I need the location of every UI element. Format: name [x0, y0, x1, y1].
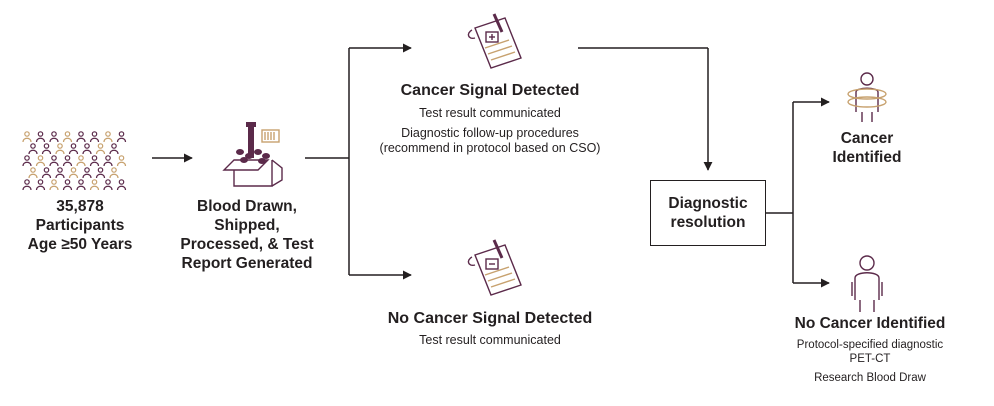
no-cancer-block: No Cancer Identified Protocol-specified … [770, 315, 970, 385]
signal-detected-followup: Diagnostic follow-up procedures [401, 125, 579, 140]
no-cancer-line2: PET-CT [849, 352, 891, 365]
no-signal-block: No Cancer Signal Detected Test result co… [350, 309, 630, 348]
report-scroll-icon [467, 13, 522, 69]
participants-label: 35,878 Participants Age ≥50 Years [8, 198, 152, 255]
no-signal-result: Test result communicated [419, 332, 561, 347]
signal-detected-result: Test result communicated [419, 105, 561, 120]
diagnostic-resolution-box: Diagnostic resolution [650, 180, 766, 246]
diagnostic-line2: resolution [670, 214, 746, 231]
diagnostic-line1: Diagnostic [668, 194, 748, 212]
cancer-identified-label: Cancer Identified [817, 130, 917, 168]
blood-line-1: Blood Drawn, [197, 198, 297, 215]
signal-detected-title: Cancer Signal Detected [400, 82, 580, 99]
blood-drawn-label: Blood Drawn, Shipped, Processed, & Test … [172, 198, 322, 274]
blood-line-3: Processed, & Test [180, 235, 314, 253]
blood-line-2: Shipped, [214, 216, 280, 234]
no-cancer-line3: Research Blood Draw [814, 371, 926, 384]
report-scroll-icon [467, 239, 522, 296]
cancer-identified-line2: Identified [832, 148, 902, 166]
patient-icon [851, 255, 883, 312]
signal-detected-block: Cancer Signal Detected Test result commu… [360, 81, 620, 156]
blood-sample-box-icon [222, 122, 283, 187]
people-grid-icon [22, 131, 127, 191]
participants-count: 35,878 [56, 198, 104, 215]
cancer-identified-line1: Cancer [840, 130, 894, 147]
patient-scanner-icon [847, 72, 887, 122]
no-signal-title: No Cancer Signal Detected [387, 310, 593, 327]
no-cancer-line1: Protocol-specified diagnostic [796, 338, 944, 351]
outcome-connector [766, 97, 830, 288]
participants-line3: Age ≥50 Years [27, 235, 133, 253]
participants-line2: Participants [35, 216, 125, 234]
no-cancer-title: No Cancer Identified [794, 315, 946, 332]
arrow-to-diagnostic [578, 47, 713, 171]
signal-detected-protocol: (recommend in protocol based on CSO) [379, 141, 601, 156]
branch-connector [305, 43, 412, 280]
blood-line-4: Report Generated [181, 254, 313, 272]
